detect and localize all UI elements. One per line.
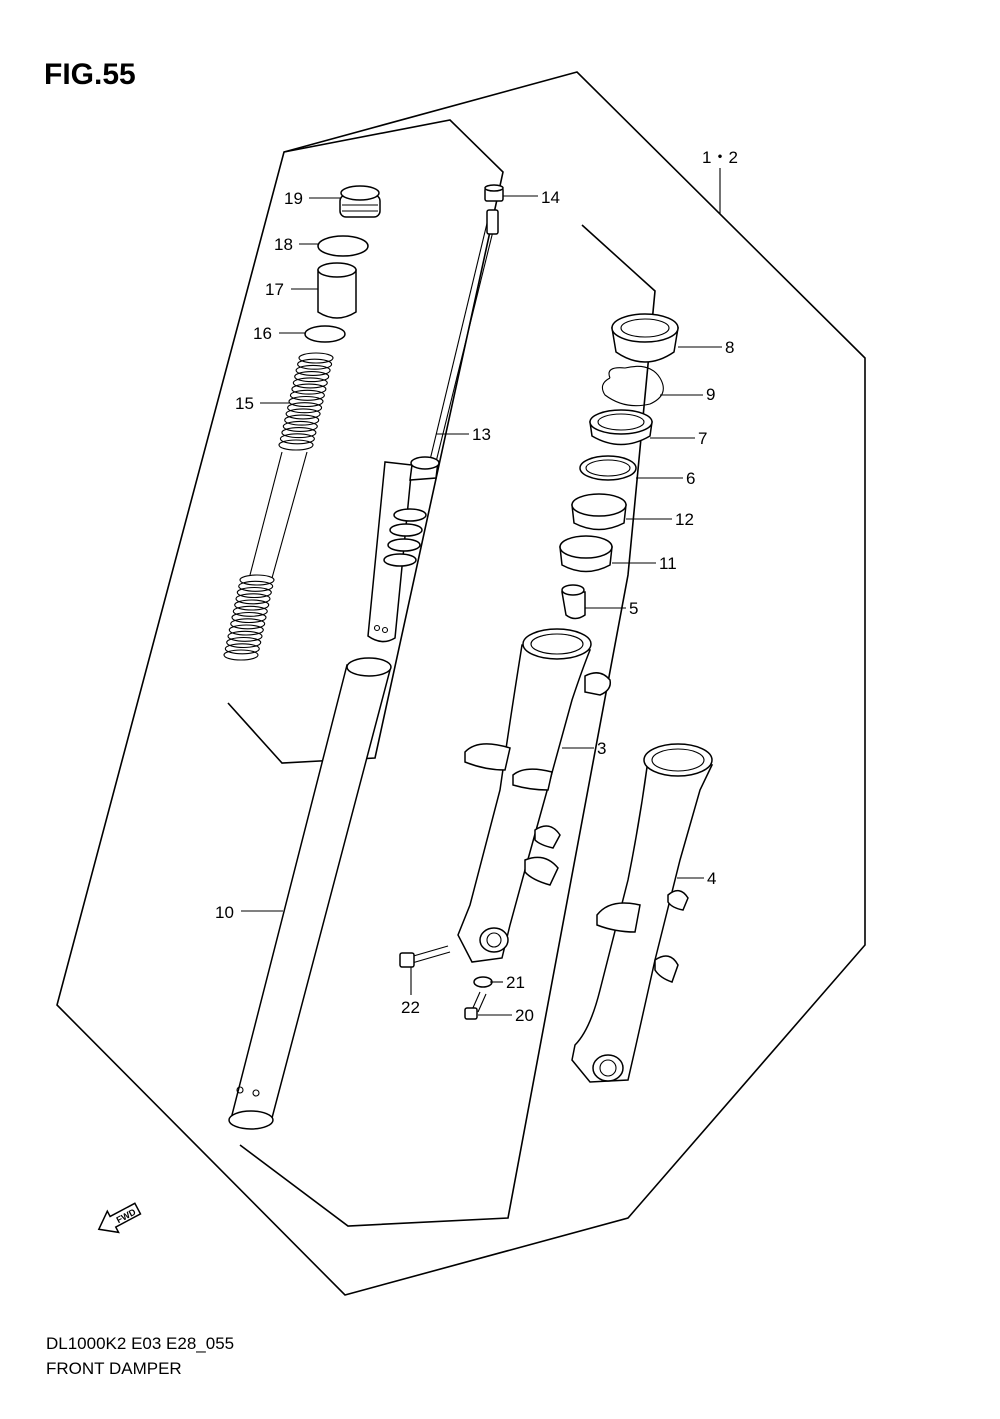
spring-coil bbox=[281, 427, 317, 439]
spring-coil bbox=[223, 649, 259, 661]
callout-22: 22 bbox=[401, 998, 420, 1017]
callout-21: 21 bbox=[506, 973, 525, 992]
spring-coil bbox=[239, 574, 275, 586]
spring-coil bbox=[284, 414, 320, 426]
spring-coil bbox=[235, 593, 271, 605]
spring-coil bbox=[232, 605, 268, 617]
callout-6: 6 bbox=[686, 469, 695, 488]
callout-10: 10 bbox=[215, 903, 234, 922]
o-ring-part-18 bbox=[317, 235, 369, 257]
leader-lines bbox=[241, 168, 722, 1016]
spring-coil bbox=[285, 408, 321, 420]
spring-coil bbox=[295, 364, 331, 376]
assembly-outline bbox=[56, 71, 866, 1296]
bolt-part-22 bbox=[399, 945, 451, 968]
spring-coil bbox=[230, 618, 266, 630]
callout-9: 9 bbox=[706, 385, 715, 404]
bolt-part-20 bbox=[464, 991, 487, 1020]
slide-bushing-part-11 bbox=[559, 535, 613, 573]
diagram-name: FRONT DAMPER bbox=[46, 1359, 182, 1378]
spring-coil bbox=[279, 433, 315, 445]
spring-coil bbox=[297, 358, 333, 370]
spring-coil bbox=[282, 420, 318, 432]
callout-3: 3 bbox=[597, 739, 606, 758]
oil-lock-piece-part-5 bbox=[561, 584, 586, 620]
callout-20: 20 bbox=[515, 1006, 534, 1025]
callout-18: 18 bbox=[274, 235, 293, 254]
spring-coil bbox=[289, 389, 325, 401]
fork-spring-part-15 bbox=[223, 352, 334, 661]
dust-seal-part-8 bbox=[611, 313, 679, 363]
callout-16: 16 bbox=[253, 324, 272, 343]
callout-4: 4 bbox=[707, 869, 716, 888]
fwd-arrow-icon: FWD bbox=[97, 1202, 142, 1234]
assembly-callout: 1・2 bbox=[702, 148, 738, 167]
callout-15: 15 bbox=[235, 394, 254, 413]
callout-13: 13 bbox=[472, 425, 491, 444]
spring-coil bbox=[288, 395, 324, 408]
callout-19: 19 bbox=[284, 189, 303, 208]
callout-12: 12 bbox=[675, 510, 694, 529]
spring-coil bbox=[226, 636, 262, 649]
spring-coil bbox=[291, 383, 327, 395]
spring-coil bbox=[278, 439, 314, 451]
spring-coil bbox=[234, 599, 270, 611]
diagram-code: DL1000K2 E03 E28_055 bbox=[46, 1334, 235, 1353]
figure-title: FIG.55 bbox=[44, 58, 136, 91]
spring-coil bbox=[294, 371, 330, 383]
callout-8: 8 bbox=[725, 338, 734, 357]
tube-group-outline bbox=[239, 224, 656, 1227]
callout-5: 5 bbox=[629, 599, 638, 618]
outer-tube-part-3 bbox=[457, 628, 612, 963]
callout-17: 17 bbox=[265, 280, 284, 299]
spring-coil bbox=[236, 586, 272, 599]
spring-coil bbox=[227, 630, 263, 642]
spring-coil bbox=[224, 643, 260, 655]
callout-11: 11 bbox=[659, 554, 677, 573]
spring-coil bbox=[228, 624, 264, 636]
seal-spacer-part-6 bbox=[579, 455, 637, 481]
washer-part-16 bbox=[304, 325, 346, 343]
stopper-ring-part-9 bbox=[601, 365, 664, 407]
spring-coil bbox=[231, 611, 267, 624]
spring-coil bbox=[238, 580, 274, 592]
guide-bushing-part-12 bbox=[571, 493, 627, 531]
washer-part-21 bbox=[473, 976, 493, 988]
callout-14: 14 bbox=[541, 188, 560, 207]
spring-coil bbox=[292, 377, 328, 389]
oil-seal-part-7 bbox=[589, 409, 653, 446]
spring-coil bbox=[298, 352, 334, 364]
spring-coil bbox=[287, 402, 323, 414]
damper-rod-part-13 bbox=[367, 209, 499, 643]
cap-bolt-part-19 bbox=[339, 185, 381, 218]
spacer-part-17 bbox=[317, 262, 357, 319]
callout-7: 7 bbox=[698, 429, 707, 448]
inner-tube-part-10 bbox=[228, 657, 392, 1130]
nut-part-14 bbox=[484, 184, 504, 202]
outer-tube-part-4 bbox=[571, 743, 714, 1083]
